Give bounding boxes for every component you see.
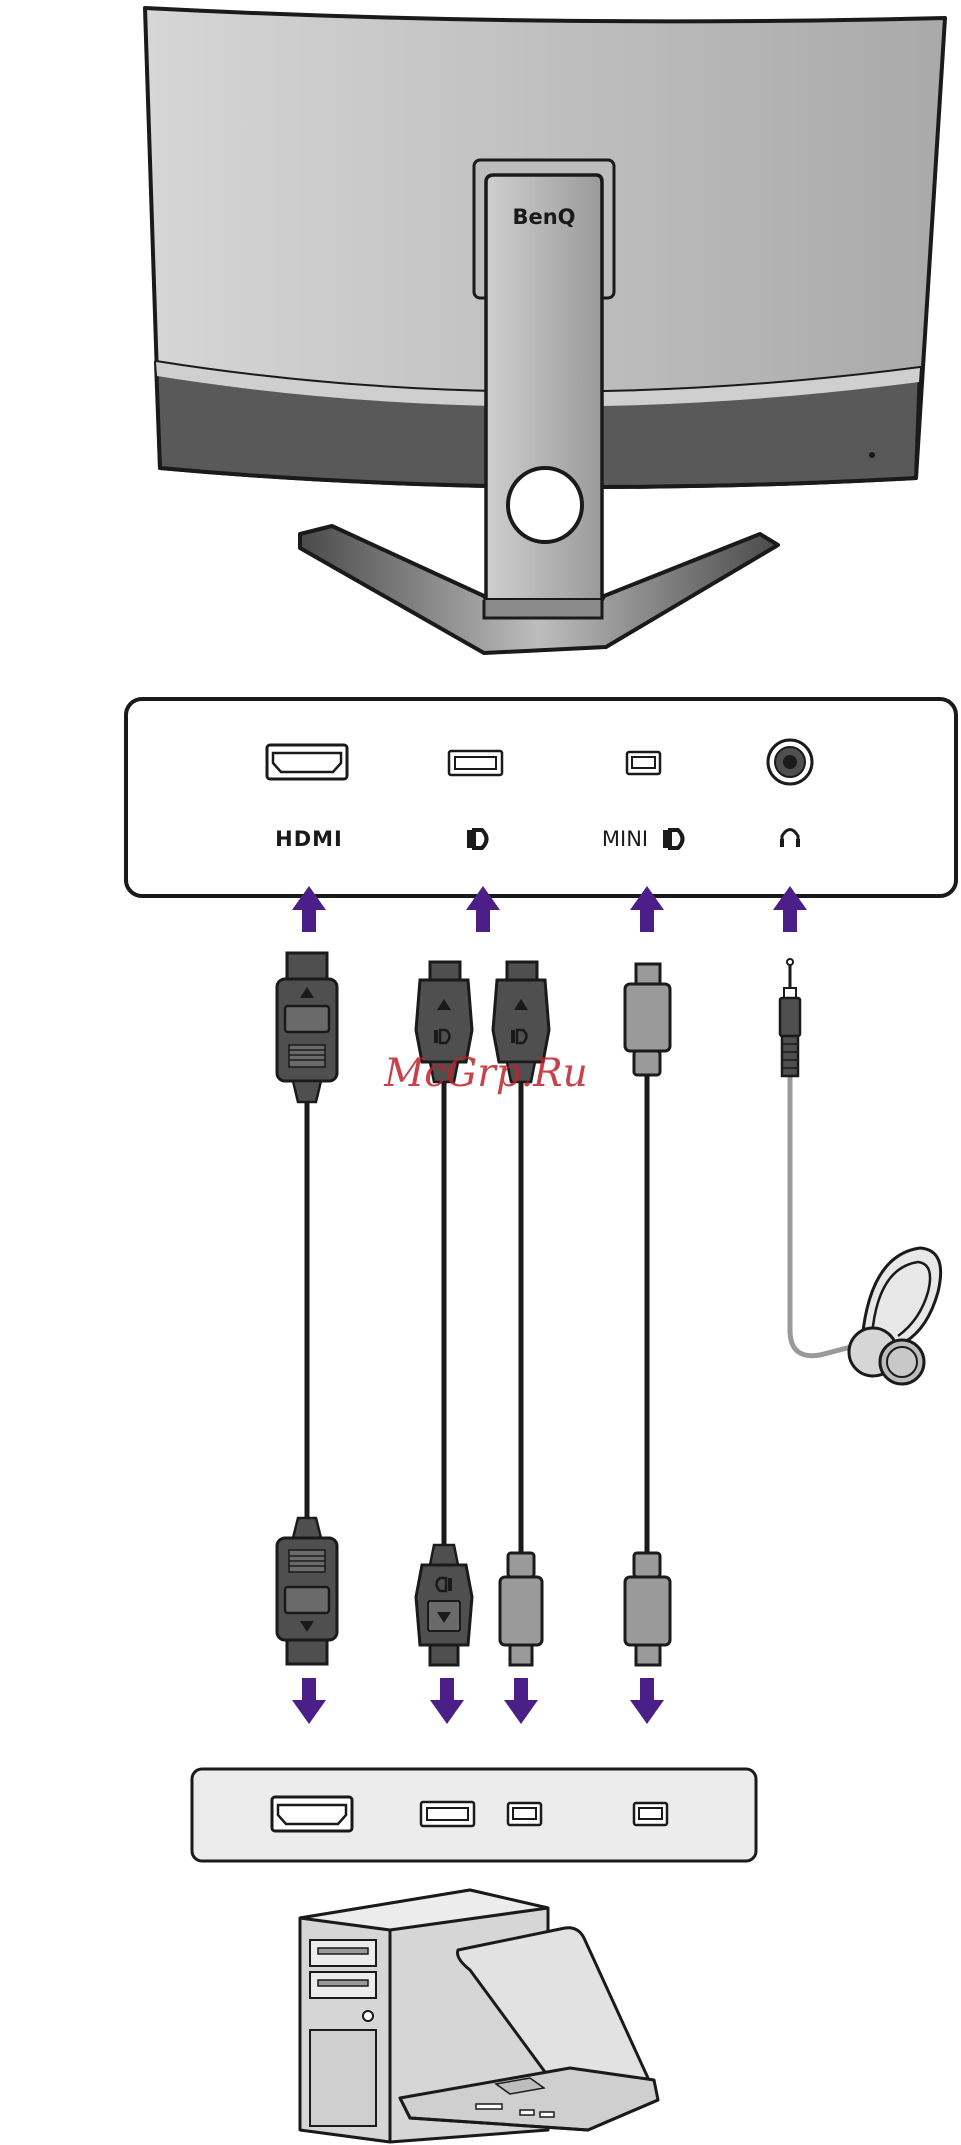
mini-dp-to-mini-dp-cable: [625, 964, 670, 1665]
audio-plug-icon: [780, 959, 800, 1076]
displayport-port-icon: [449, 751, 502, 775]
arrow-down-mini-dp-a: [504, 1678, 538, 1724]
arrow-down-mini-dp-b: [630, 1678, 664, 1724]
mini-dp-connector-bottom: [500, 1553, 542, 1665]
headphones-icon: [849, 1248, 941, 1384]
dp-connector-bottom: [416, 1545, 472, 1665]
monitor-rear-view: BenQ: [145, 8, 945, 653]
watermark: McGrp.Ru: [383, 1051, 587, 1096]
mini-displayport-port-icon: [508, 1803, 541, 1825]
headphone-cable: [780, 959, 941, 1384]
mini-dp-connector-top: [625, 964, 670, 1075]
computer-port-panel: [192, 1769, 756, 1861]
mini-displayport-label: MINI: [602, 827, 648, 851]
mini-displayport-port-icon: [627, 752, 660, 774]
mini-displayport-port-icon: [634, 1803, 667, 1825]
mini-dp-connector-bottom: [625, 1553, 670, 1665]
io-panel: HDMI MINI: [126, 699, 956, 896]
hdmi-port-icon: [272, 1797, 352, 1831]
arrow-down-hdmi: [292, 1678, 326, 1724]
hdmi-label: HDMI: [275, 827, 343, 851]
hdmi-port-icon: [267, 745, 347, 779]
headphone-jack-icon: [768, 740, 812, 784]
hdmi-connector-top: [277, 953, 337, 1102]
brand-logo: BenQ: [512, 205, 575, 229]
displayport-port-icon: [421, 1802, 474, 1826]
hdmi-connector-bottom: [277, 1518, 337, 1664]
hdmi-cable: [277, 953, 337, 1664]
arrow-down-dp: [430, 1678, 464, 1724]
